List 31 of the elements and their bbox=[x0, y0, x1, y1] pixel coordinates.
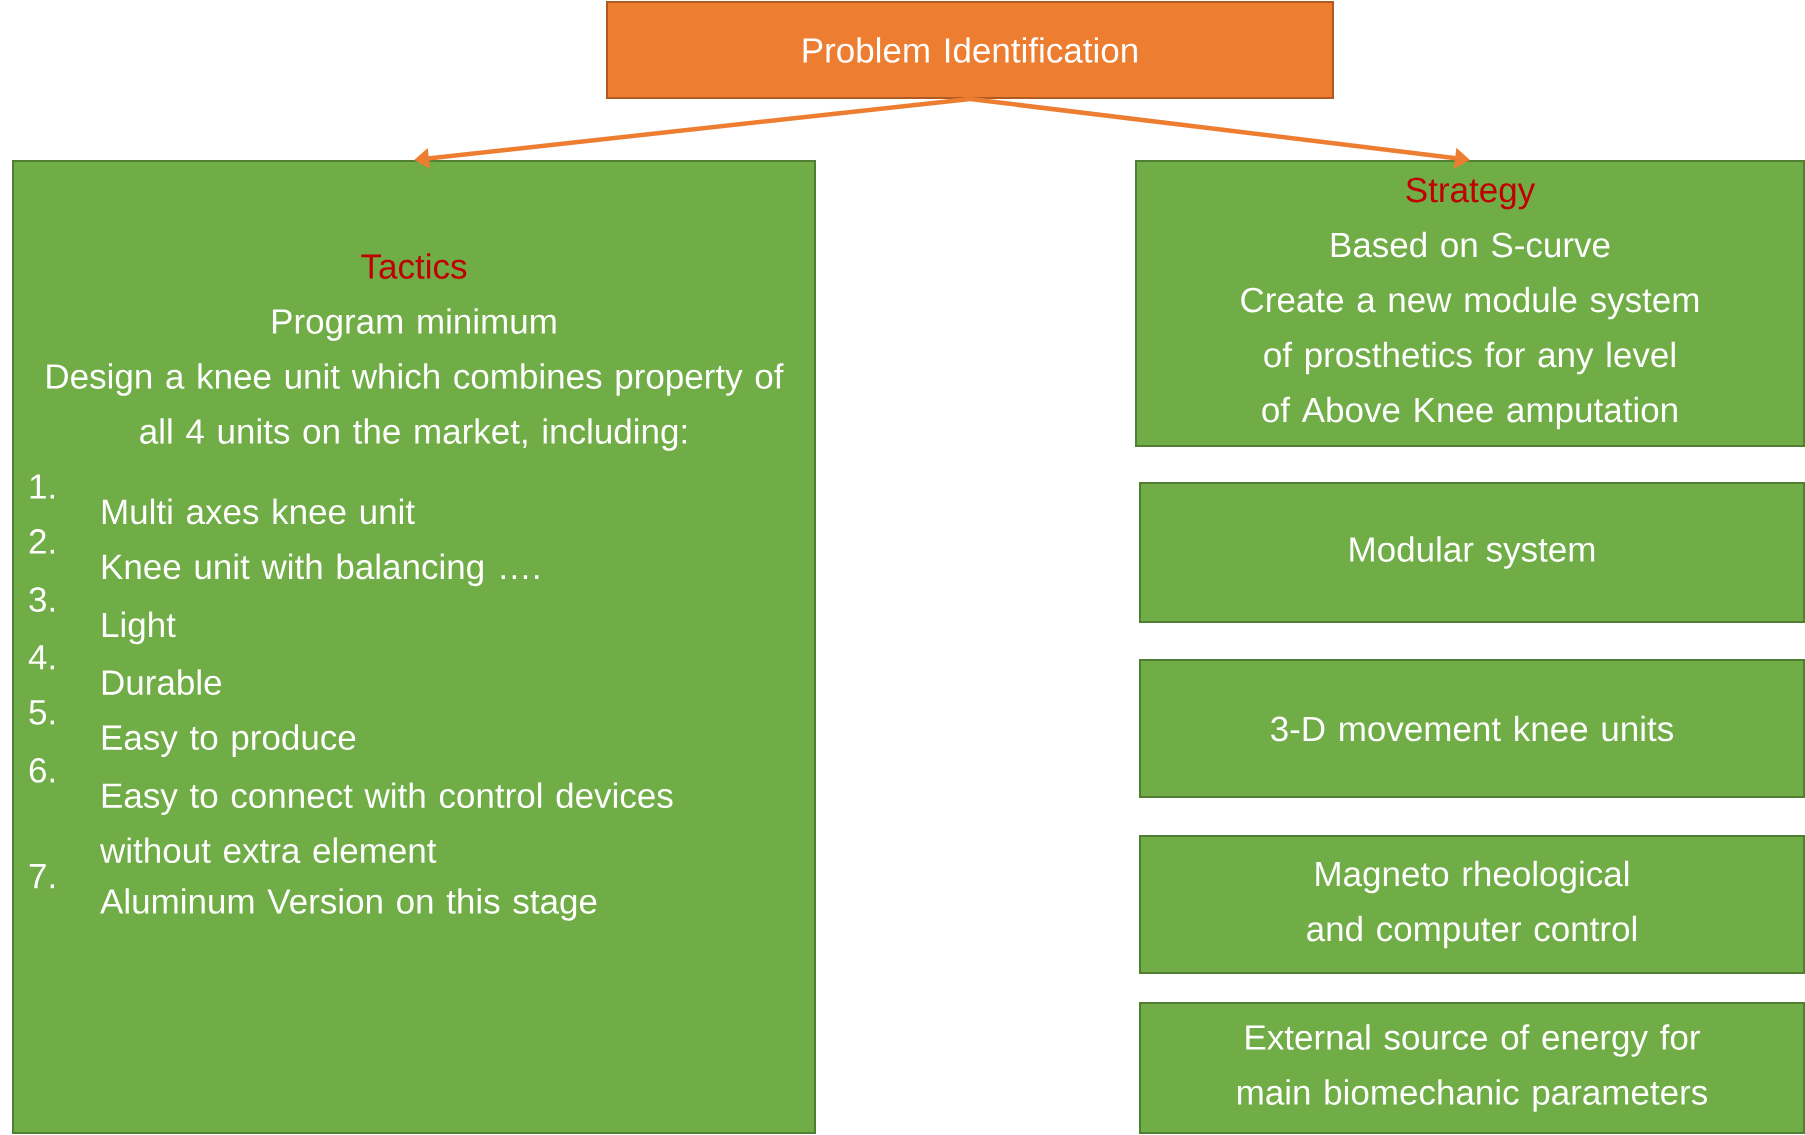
node-label: Aluminum Version on this stage bbox=[100, 888, 597, 921]
node-label: 1. bbox=[30, 474, 54, 499]
feature-box bbox=[1139, 659, 1805, 798]
box-text: External source of energy for main biomechanic parameters bbox=[1238, 1024, 1707, 1112]
box-text: Problem Identification bbox=[803, 37, 1137, 63]
feature-box bbox=[1139, 1002, 1805, 1134]
strategy-box bbox=[1135, 160, 1805, 447]
node-label: Easy to connect with control devices without extra element bbox=[99, 782, 673, 864]
tactics-box bbox=[12, 160, 816, 1134]
node-label: 2. bbox=[29, 529, 54, 554]
box-text: Tactics Program minimum Design a knee unit which combines property of all 4 units on the market, including: 1. Multi axes knee unit 2. Knee unit with balancing …. 3. Light 4. Durable 5. Easy to produce 6. Easy to connect with control devices without extra element 7. Aluminum Version on this stage bbox=[28, 253, 784, 921]
node-label: 4. bbox=[28, 645, 54, 670]
node-label: Light bbox=[102, 611, 176, 645]
feature-box bbox=[1139, 835, 1805, 974]
node-label: Easy to produce bbox=[102, 724, 356, 757]
node-label: Program minimum bbox=[272, 308, 556, 341]
feature-box bbox=[1139, 482, 1805, 623]
box-text: 3-D movement knee units bbox=[1271, 715, 1673, 742]
node-label: Durable bbox=[102, 669, 221, 696]
node-label: 5. bbox=[29, 700, 54, 725]
node-label: Tactics bbox=[361, 253, 467, 279]
box-text: Magneto rheological and computer control bbox=[1307, 860, 1636, 949]
node-label: 3. bbox=[29, 587, 54, 612]
box-text: Modular system bbox=[1350, 536, 1595, 569]
node-label: Knee unit with balancing …. bbox=[102, 553, 539, 587]
title-box bbox=[606, 1, 1334, 99]
node-label: Design a knee unit which combines property of all 4 units on the market, including: bbox=[47, 363, 784, 451]
node-label: 7. bbox=[29, 864, 54, 889]
node-label: Multi axes knee unit bbox=[102, 498, 415, 525]
box-text: Strategy Based on S-curve Create a new module system of prosthetics for any level of Above Knee amputation bbox=[1241, 177, 1699, 430]
node-label: 6. bbox=[29, 757, 54, 783]
